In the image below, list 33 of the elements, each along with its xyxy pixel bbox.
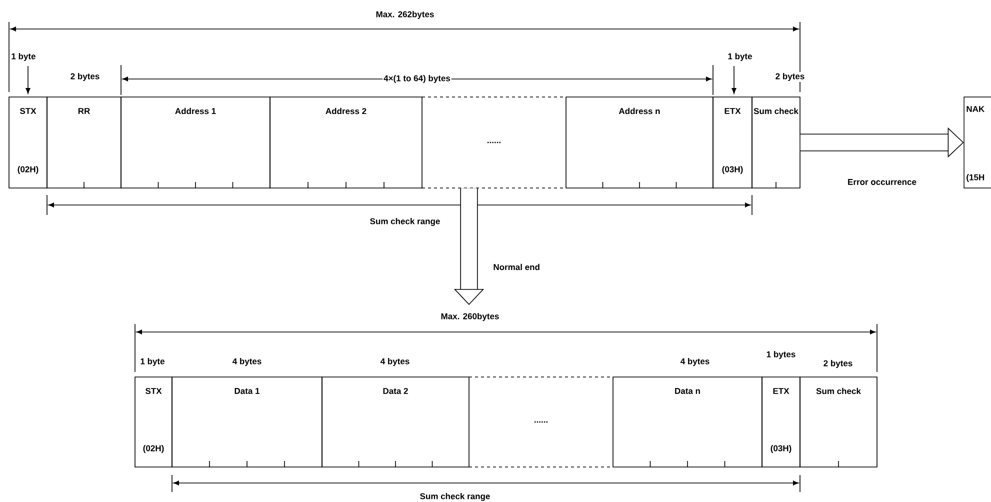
edge-label: Normal end — [492, 262, 541, 272]
dimension-label: 2 bytes — [774, 72, 806, 82]
dimension-label: 1 byte — [139, 357, 166, 367]
frame-cell: ETX (03H) — [762, 376, 800, 468]
frame-cell: Data n — [612, 376, 762, 468]
dimension-label: 4×(1 to 64) bytes — [382, 74, 452, 84]
edge-label: Error occurrence — [846, 178, 918, 186]
frame-cell: Address 1 — [120, 96, 270, 188]
frame-cell: ETX (03H) — [712, 96, 752, 188]
dimension-label: 1 byte — [10, 52, 37, 62]
dimension-label: 4 bytes — [379, 357, 411, 367]
frame-cell: Address n — [566, 96, 714, 188]
frame-cell: Data 1 — [172, 376, 322, 468]
frame-cell: STX (02H) — [8, 96, 48, 188]
dimension-label: Max. 262bytes — [374, 10, 436, 20]
dimension-label: 4 bytes — [679, 357, 711, 367]
dimension-label: 1 bytes — [765, 350, 797, 360]
dimension-label: Max. 260bytes — [440, 312, 500, 322]
dimension-label: 1 byte — [726, 52, 754, 62]
frame-cell: STX (02H) — [134, 376, 172, 468]
dimension-label: 4 bytes — [231, 357, 263, 367]
dimension-label: Sum check range — [368, 217, 442, 227]
frame-cell: NAK (15H — [964, 96, 991, 188]
frame-cell: Data 2 — [322, 376, 470, 468]
frame-cell: Sum check — [752, 96, 800, 188]
frame-cell: Sum check — [800, 376, 878, 468]
frame-cell: ...... — [468, 376, 614, 468]
frame-cell: ...... — [422, 96, 566, 188]
frame-cell: Address 2 — [270, 96, 422, 188]
frame-cell: RR — [46, 96, 122, 188]
dimension-label: Sum check range — [418, 492, 492, 502]
dimension-label: 2 bytes — [69, 72, 101, 82]
dimension-label: 2 bytes — [822, 359, 854, 369]
